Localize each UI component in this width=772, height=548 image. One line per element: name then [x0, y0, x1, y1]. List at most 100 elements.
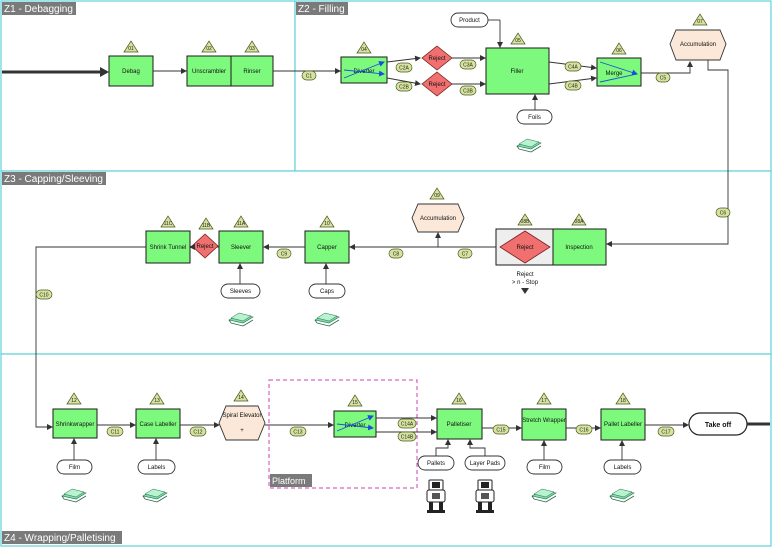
input-layer-pads[interactable]: Layer Pads [464, 455, 506, 471]
svg-text:Caps: Caps [320, 289, 334, 295]
svg-text:C7: C7 [462, 252, 469, 258]
machine-merge[interactable]: Merge 06 [596, 42, 642, 87]
input-pallets[interactable]: Pallets [417, 455, 455, 471]
take-off[interactable]: Take off [688, 412, 748, 436]
machine-label: Shrink Tunnel [150, 245, 187, 251]
machine-shrink-tunnel[interactable]: Shrink Tunnel 11C [145, 215, 191, 264]
conveyor-c17[interactable]: C17 [657, 426, 675, 437]
machine-filler[interactable]: Filler 05 [485, 32, 550, 95]
conveyor-c2b[interactable]: C2B [395, 81, 413, 92]
machine-diverter-04[interactable]: Diverter 04 [340, 41, 388, 84]
machine-rinser[interactable]: Rinser 03 [230, 40, 274, 87]
svg-text:C16: C16 [579, 428, 588, 434]
machine-sleever[interactable]: Sleever 11A [218, 215, 264, 264]
machine-label: Shrinkwrapper [56, 422, 95, 428]
zone-z4: Z4 - Wrapping/Palletising [0, 353, 772, 547]
svg-text:C9: C9 [281, 252, 288, 258]
svg-text:C2B: C2B [399, 85, 409, 91]
conveyor-c10[interactable]: C10 [35, 289, 53, 300]
svg-text:Layer Pads: Layer Pads [470, 461, 500, 467]
zone-title-z4: Z4 - Wrapping/Palletising [4, 533, 116, 544]
input-foils[interactable]: Foils [516, 109, 553, 125]
conveyor-c3a[interactable]: C3A [459, 59, 477, 70]
svg-text:Pallets: Pallets [427, 461, 445, 467]
input-caps[interactable]: Caps [308, 283, 346, 299]
conveyor-c14a[interactable]: C14A [397, 418, 417, 429]
machine-tag: 03 [249, 46, 255, 52]
input-film-1[interactable]: Film [56, 459, 93, 475]
machine-debag[interactable]: Debag 01 [108, 40, 154, 87]
conveyor-c9[interactable]: C9 [276, 248, 292, 259]
machine-label: Debag [122, 69, 140, 75]
reject-2a[interactable]: Reject [421, 45, 453, 71]
machine-label: Palletiser [447, 422, 472, 428]
conveyor-c1[interactable]: C1 [301, 70, 317, 81]
conveyor-c7[interactable]: C7 [457, 248, 473, 259]
machine-pallet-labeller[interactable]: Pallet Labeller 18 [600, 392, 646, 441]
svg-text:C1: C1 [306, 74, 313, 80]
reject-2b[interactable]: Reject [421, 71, 453, 97]
machine-label: Merge [605, 71, 623, 77]
machine-capper[interactable]: Capper 10 [304, 215, 350, 264]
input-labels-2[interactable]: Labels [603, 459, 642, 475]
svg-text:C14B: C14B [401, 435, 414, 441]
reject-label: Reject [428, 82, 445, 88]
accumulation-label: Accumulation [420, 216, 456, 222]
conveyor-c15[interactable]: C15 [492, 424, 510, 435]
svg-text:C11: C11 [111, 430, 120, 436]
platform-area: Platform [268, 379, 418, 489]
machine-tag: 04 [361, 47, 367, 53]
conveyor-c5[interactable]: C5 [655, 72, 671, 83]
machine-shrinkwrapper[interactable]: Shrinkwrapper 12 [52, 392, 98, 439]
machine-tag: 17 [541, 398, 547, 404]
plus-icon: + [240, 428, 244, 434]
svg-text:C4A: C4A [568, 65, 578, 71]
conveyor-c3b[interactable]: C3B [459, 85, 477, 96]
machine-tag: 11C [164, 221, 173, 227]
conveyor-c4a[interactable]: C4A [564, 61, 582, 72]
svg-text:Labels: Labels [614, 465, 632, 471]
conveyor-c12[interactable]: C12 [189, 426, 207, 437]
svg-text:C6: C6 [720, 211, 727, 217]
machine-diverter-15[interactable]: Diverter 15 [333, 394, 377, 438]
machine-tag: 02 [206, 46, 212, 52]
conveyor-c6[interactable]: C6 [715, 207, 731, 218]
spiral-elevator[interactable]: Spiral Elevator + 14 [218, 389, 266, 441]
machine-tag: 13 [154, 398, 160, 404]
accumulation-07[interactable]: Accumulation 07 [669, 13, 727, 61]
svg-text:Product: Product [459, 18, 480, 24]
machine-label: Rinser [243, 69, 260, 75]
accumulation-09[interactable]: Accumulation 09 [411, 187, 465, 233]
conveyor-c14b[interactable]: C14B [397, 431, 417, 442]
conveyor-c4b[interactable]: C4B [564, 80, 582, 91]
machine-tag: 05 [515, 38, 521, 44]
svg-text:C14A: C14A [401, 422, 414, 428]
reject-tag: 08B [521, 219, 531, 225]
inspection-unit[interactable]: Inspection 08A Reject 08B [495, 213, 607, 266]
down-arrow-icon [521, 288, 529, 294]
machine-palletiser[interactable]: Palletiser 16 [436, 392, 483, 440]
input-labels-1[interactable]: Labels [137, 459, 176, 475]
conveyor-c16[interactable]: C16 [575, 424, 593, 435]
svg-text:C4B: C4B [568, 84, 578, 90]
input-film-2[interactable]: Film [526, 459, 563, 475]
svg-text:C13: C13 [293, 430, 302, 436]
conveyor-c13[interactable]: C13 [289, 426, 307, 437]
reject-tag: 11B [202, 223, 211, 229]
input-sleeves[interactable]: Sleeves [220, 283, 261, 299]
machine-tag: 11A [237, 221, 246, 227]
svg-text:Film: Film [69, 465, 80, 471]
conveyor-c11[interactable]: C11 [106, 426, 124, 437]
machine-label: Case Labeller [139, 422, 176, 428]
input-product[interactable]: Product [450, 12, 489, 28]
accumulation-tag: 09 [434, 193, 440, 199]
svg-text:C10: C10 [39, 293, 48, 299]
machine-label: Stretch Wrapper [522, 418, 566, 424]
machine-unscrambler[interactable]: Unscrambler 02 [186, 40, 232, 87]
svg-text:Foils: Foils [528, 115, 541, 121]
conveyor-c8[interactable]: C8 [388, 248, 404, 259]
reject-11b[interactable]: Reject 11B [191, 217, 219, 259]
svg-text:Labels: Labels [148, 465, 166, 471]
conveyor-c2a[interactable]: C2A [395, 62, 413, 73]
